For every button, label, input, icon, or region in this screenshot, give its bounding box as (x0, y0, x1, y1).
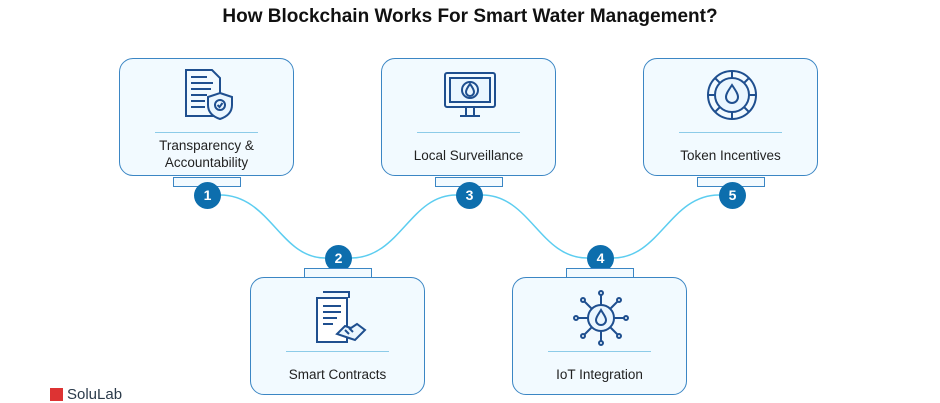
divider (548, 351, 651, 352)
step-label: Local Surveillance (413, 148, 524, 163)
step-label: IoT Integration (556, 367, 643, 382)
step-label: Token Incentives (680, 148, 781, 163)
step-number-badge: 2 (325, 245, 352, 272)
step-number-badge: 1 (194, 182, 221, 209)
page-title: How Blockchain Works For Smart Water Man… (222, 6, 718, 27)
step-card-1: Transparency & Accountability (119, 58, 294, 176)
divider (155, 132, 258, 133)
step-card-3: Local Surveillance (381, 58, 556, 176)
step-card-2: Smart Contracts (250, 277, 425, 395)
divider (417, 132, 520, 133)
divider (679, 132, 782, 133)
step-label: Smart Contracts (288, 367, 387, 382)
step-number-badge: 5 (719, 182, 746, 209)
divider (286, 351, 389, 352)
logo-text: SoluLab (67, 386, 123, 403)
solulab-logo: SoluLab (50, 386, 122, 403)
step-card-5: Token Incentives (643, 58, 818, 176)
iot-water-drop-icon (573, 290, 629, 346)
token-water-drop-icon (707, 70, 757, 120)
step-card-4: IoT Integration (512, 277, 687, 395)
logo-mark-icon (50, 388, 63, 401)
monitor-water-drop-icon (444, 72, 496, 117)
document-shield-icon (185, 69, 233, 121)
step-number-badge: 4 (587, 245, 614, 272)
contract-handshake-icon (316, 291, 367, 343)
step-number-badge: 3 (456, 182, 483, 209)
step-label: Transparency & Accountability (159, 138, 254, 170)
